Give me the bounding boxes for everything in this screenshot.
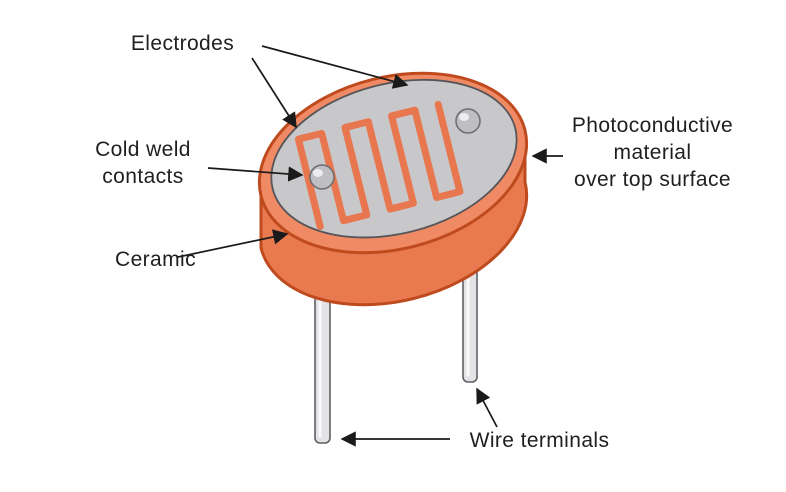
label-electrodes: Electrodes — [130, 32, 235, 55]
contact-dot-left — [309, 164, 335, 190]
arrow-cold-weld-contacts — [207, 166, 304, 182]
photoconductive-surface — [270, 78, 518, 239]
label-wire-terminals: Wire terminals — [469, 429, 610, 452]
arrow-wire-terminal-right — [476, 387, 498, 428]
contact-dot-right — [455, 108, 481, 134]
label-cold-weld-contacts: Cold weld contacts — [95, 138, 191, 188]
serpentine-electrode — [294, 100, 464, 230]
arrow-ceramic — [177, 229, 289, 258]
arrow-electrodes-right — [261, 45, 409, 89]
label-ceramic: Ceramic — [115, 248, 196, 271]
arrow-electrodes-left — [251, 57, 297, 129]
label-photoconductive-material: Photoconductive material over top surfac… — [571, 114, 734, 191]
